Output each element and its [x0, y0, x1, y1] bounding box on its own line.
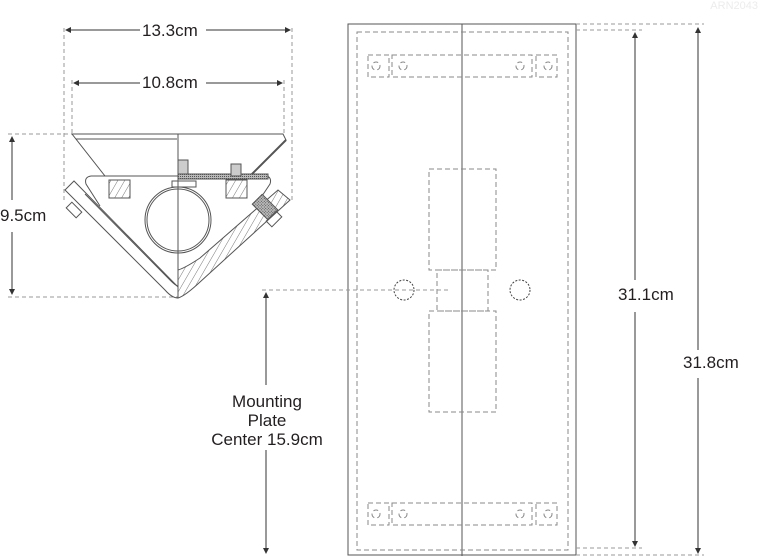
shade-width-label: 10.8cm	[142, 73, 198, 93]
mounting-label-line1: Mounting	[232, 392, 302, 411]
plate-height-label: 31.1cm	[618, 285, 674, 305]
watermark: ARN2043	[710, 0, 758, 12]
mounting-label-line2: Plate	[247, 411, 287, 430]
overall-height-label: 31.8cm	[683, 353, 739, 373]
overall-width-label: 13.3cm	[142, 21, 198, 41]
side-view	[8, 27, 293, 299]
mounting-plate-center-label: Mounting Plate Center 15.9cm	[205, 392, 329, 449]
back-view	[262, 23, 704, 556]
mounting-label-line3: Center 15.9cm	[211, 430, 323, 449]
depth-label: 9.5cm	[0, 206, 47, 226]
